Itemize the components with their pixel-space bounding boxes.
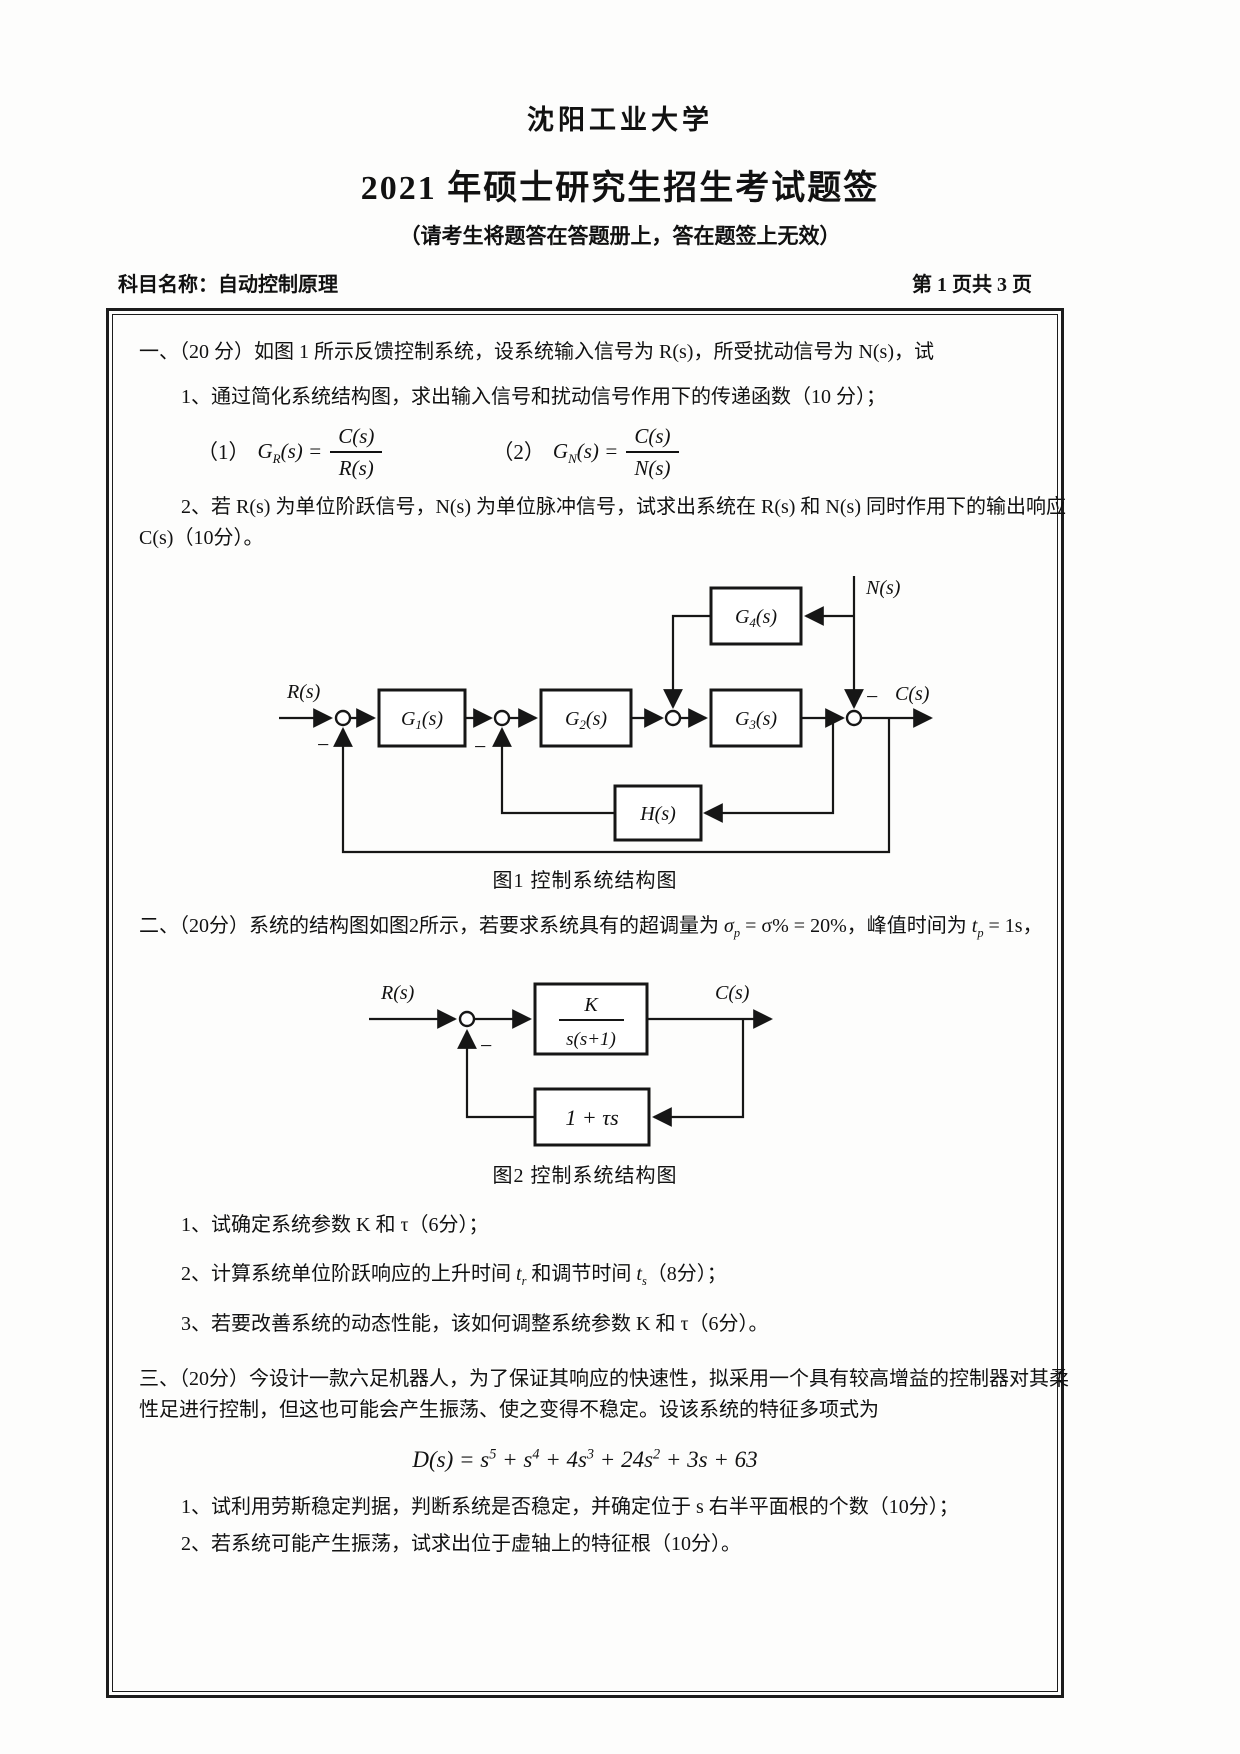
figure2-caption: 图2 控制系统结构图 bbox=[492, 1164, 678, 1187]
fig1-block-g1 bbox=[377, 688, 467, 747]
figure1-diagram: R(s) N(s) C(s) − − − G1(s) G2(s) G3(s) G… bbox=[279, 575, 933, 853]
q1-formula-gn: （2） GN(s) = C(s) N(s) bbox=[492, 423, 679, 482]
fig1-disturbance-label: N(s) bbox=[865, 577, 901, 599]
fig1-minus-junction4: − bbox=[866, 684, 878, 709]
exam-title: 2021 年硕士研究生招生考试题签 bbox=[360, 170, 880, 207]
fig1-block-g2 bbox=[539, 688, 633, 747]
fig2-forward-numerator: K bbox=[583, 994, 599, 1016]
subject-row: 科目名称：自动控制原理 第 1 页共 3 页 bbox=[118, 268, 1032, 297]
formula-lhs: GN(s) = bbox=[552, 439, 619, 467]
fig2-forward-denominator: s(s+1) bbox=[566, 1029, 616, 1050]
fig1-block-g3-label: G3(s) bbox=[735, 708, 777, 732]
fig2-feedback-label: 1 + τs bbox=[565, 1105, 618, 1130]
fig1-sum-junction-3 bbox=[664, 709, 682, 726]
fig1-minus-junction1: − bbox=[317, 732, 329, 757]
fraction-numerator: C(s) bbox=[330, 423, 383, 454]
fig1-sum-junction-1 bbox=[334, 709, 352, 726]
fig2-feedback-block bbox=[533, 1087, 651, 1147]
fig1-block-g2-label: G2(s) bbox=[565, 708, 607, 732]
q3-item2: 2、若系统可能产生振荡，试求出位于虚轴上的特征根（10分）。 bbox=[181, 1532, 741, 1555]
q2-intro: 二、（20分）系统的结构图如图2所示，若要求系统具有的超调量为 σp = σ% … bbox=[139, 914, 1043, 940]
q3-characteristic-polynomial: D(s) = s5 + s4 + 4s3 + 24s2 + 3s + 63 bbox=[412, 1446, 758, 1472]
q3-line1: 三、（20分）今设计一款六足机器人，为了保证其响应的快速性，拟采用一个具有较高增… bbox=[139, 1367, 1069, 1390]
fig1-output-label: C(s) bbox=[895, 683, 930, 705]
q1-item2-line1: 2、若 R(s) 为单位阶跃信号，N(s) 为单位脉冲信号，试求出系统在 R(s… bbox=[181, 495, 1066, 518]
formula-fraction: C(s) N(s) bbox=[626, 423, 679, 482]
fig2-input-label: R(s) bbox=[380, 982, 415, 1004]
q1-item2-line2: C(s)（10分）。 bbox=[139, 526, 264, 549]
formula-label: （1） bbox=[197, 439, 250, 464]
q2-item1: 1、试确定系统参数 K 和 τ（6分）； bbox=[181, 1213, 489, 1236]
fraction-denominator: N(s) bbox=[634, 456, 671, 481]
fig1-block-h-label: H(s) bbox=[639, 803, 676, 825]
q2-item2: 2、计算系统单位阶跃响应的上升时间 tr 和调节时间 ts（8分）； bbox=[181, 1262, 727, 1288]
fig1-block-g3 bbox=[709, 688, 803, 747]
fig1-minus-junction2: − bbox=[474, 734, 486, 759]
fig2-output-label: C(s) bbox=[715, 982, 750, 1004]
formula-fraction: C(s) R(s) bbox=[330, 423, 383, 482]
fig1-sum-junction-2 bbox=[493, 709, 511, 726]
fraction-numerator: C(s) bbox=[626, 423, 679, 454]
formula-lhs: GR(s) = bbox=[257, 439, 323, 467]
fig2-minus-sign: − bbox=[480, 1033, 492, 1058]
q2-item3: 3、若要改善系统的动态性能，该如何调整系统参数 K 和 τ（6分）。 bbox=[181, 1312, 769, 1335]
fig1-block-g4-label: G4(s) bbox=[735, 606, 777, 630]
figure2-diagram: R(s) C(s) − K s(s+1) 1 + τs bbox=[369, 982, 773, 1147]
fig2-wiring bbox=[369, 1008, 773, 1127]
university-name: 沈阳工业大学 bbox=[527, 105, 713, 135]
page-indicator: 第 1 页共 3 页 bbox=[912, 274, 1032, 296]
fig1-input-label: R(s) bbox=[286, 681, 321, 703]
figure1-caption: 图1 控制系统结构图 bbox=[492, 869, 678, 892]
subject-name: 科目名称：自动控制原理 bbox=[118, 274, 338, 296]
q1-item1: 1、通过简化系统结构图，求出输入信号和扰动信号作用下的传递函数（10 分）； bbox=[181, 386, 886, 408]
fig2-sum-junction bbox=[458, 1010, 476, 1027]
exam-note: （请考生将题答在答题册上，答在题签上无效） bbox=[399, 224, 841, 248]
q3-item1: 1、试利用劳斯稳定判据，判断系统是否稳定，并确定位于 s 右半平面根的个数（10… bbox=[181, 1495, 959, 1518]
fig1-block-g4 bbox=[709, 586, 803, 645]
q1-formulas: （1） GR(s) = C(s) R(s) （2） GN(s) = C(s) N… bbox=[197, 423, 1031, 482]
fraction-denominator: R(s) bbox=[338, 456, 374, 481]
question-border-box: 一、（20 分）如图 1 所示反馈控制系统，设系统输入信号为 R(s)，所受扰动… bbox=[106, 308, 1069, 1698]
fig1-block-h bbox=[613, 784, 703, 841]
fig1-sum-junction-4 bbox=[845, 709, 863, 726]
formula-label: （2） bbox=[492, 439, 545, 464]
q1-intro: 一、（20 分）如图 1 所示反馈控制系统，设系统输入信号为 R(s)，所受扰动… bbox=[139, 341, 934, 363]
fig1-wiring bbox=[279, 575, 933, 853]
fig1-block-g1-label: G1(s) bbox=[401, 708, 443, 732]
q1-formula-gr: （1） GR(s) = C(s) R(s) bbox=[197, 423, 383, 482]
question-content: 一、（20 分）如图 1 所示反馈控制系统，设系统输入信号为 R(s)，所受扰动… bbox=[112, 314, 1069, 1692]
q3-line2: 性足进行控制，但这也可能会产生振荡、使之变得不稳定。设该系统的特征多项式为 bbox=[139, 1398, 879, 1421]
